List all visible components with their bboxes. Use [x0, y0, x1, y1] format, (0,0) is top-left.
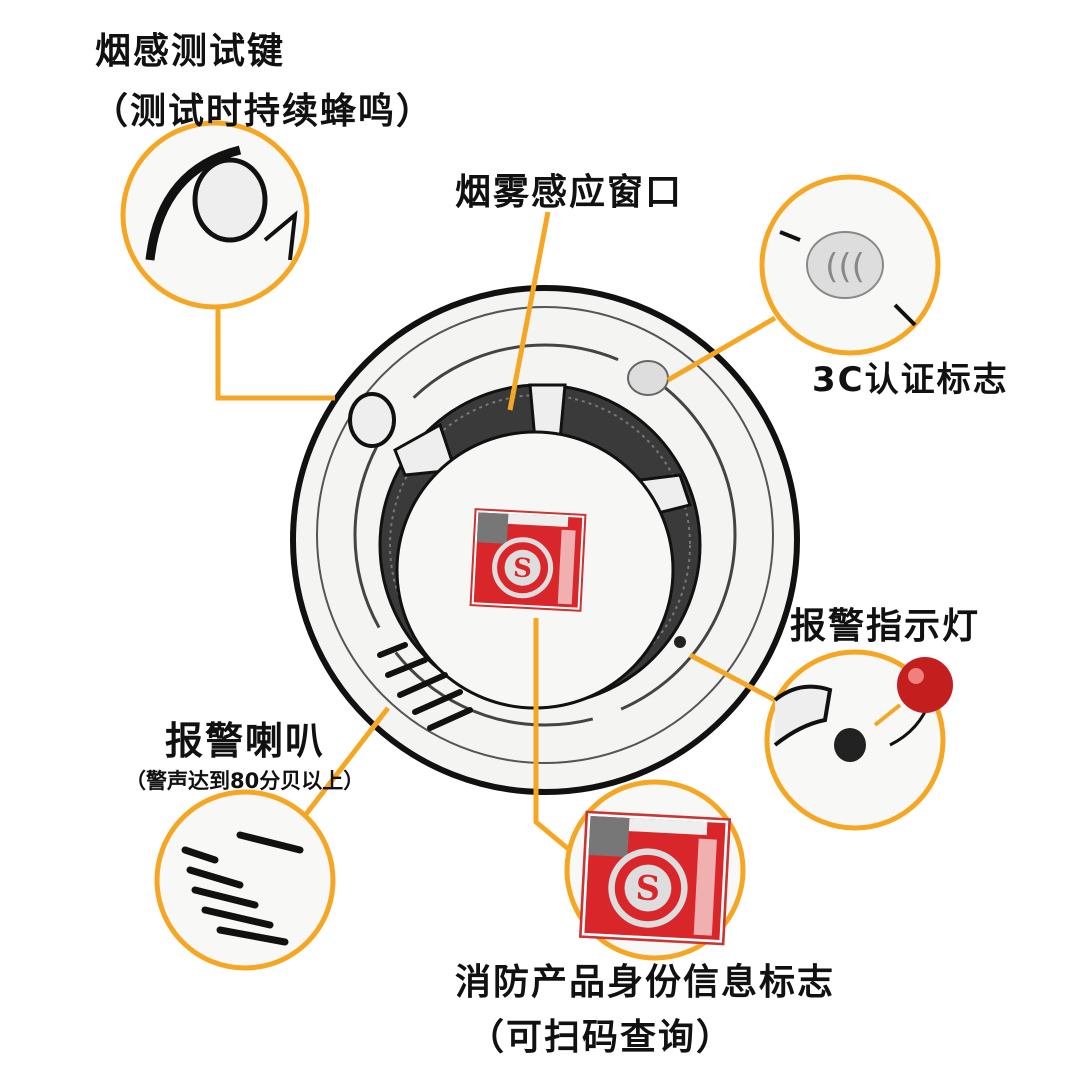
indicator-light-label: 报警指示灯 [790, 606, 981, 647]
3c-mark-icon [627, 360, 669, 396]
smoke-detector [290, 285, 800, 795]
indicator-light [674, 636, 686, 648]
speaker-label: 报警喇叭 [165, 719, 326, 763]
product-id-note: （可扫码查询） [468, 1017, 735, 1058]
smoke-window-label: 烟雾感应窗口 [455, 172, 684, 213]
speaker-grille-icon [377, 642, 473, 731]
test-button-label: 烟感测试键 [95, 31, 286, 72]
speaker-note: （警声达到80分贝以上） [125, 769, 365, 793]
callout-product-id [564, 779, 746, 961]
test-button[interactable] [348, 392, 396, 448]
callout-indicator-light [764, 649, 953, 831]
leader-lines [215, 211, 777, 854]
3c-mark-label: 3C认证标志 [812, 360, 1009, 400]
product-id-label: 消防产品身份信息标志 [455, 962, 836, 1003]
svg-text:(((: ((( [825, 247, 865, 287]
product-id-sticker [471, 509, 586, 611]
callout-speaker [154, 789, 336, 971]
test-button-note: （测试时持续蜂鸣） [92, 91, 435, 132]
callout-test-button [120, 120, 310, 310]
callout-3c-mark: ((( [759, 174, 941, 356]
